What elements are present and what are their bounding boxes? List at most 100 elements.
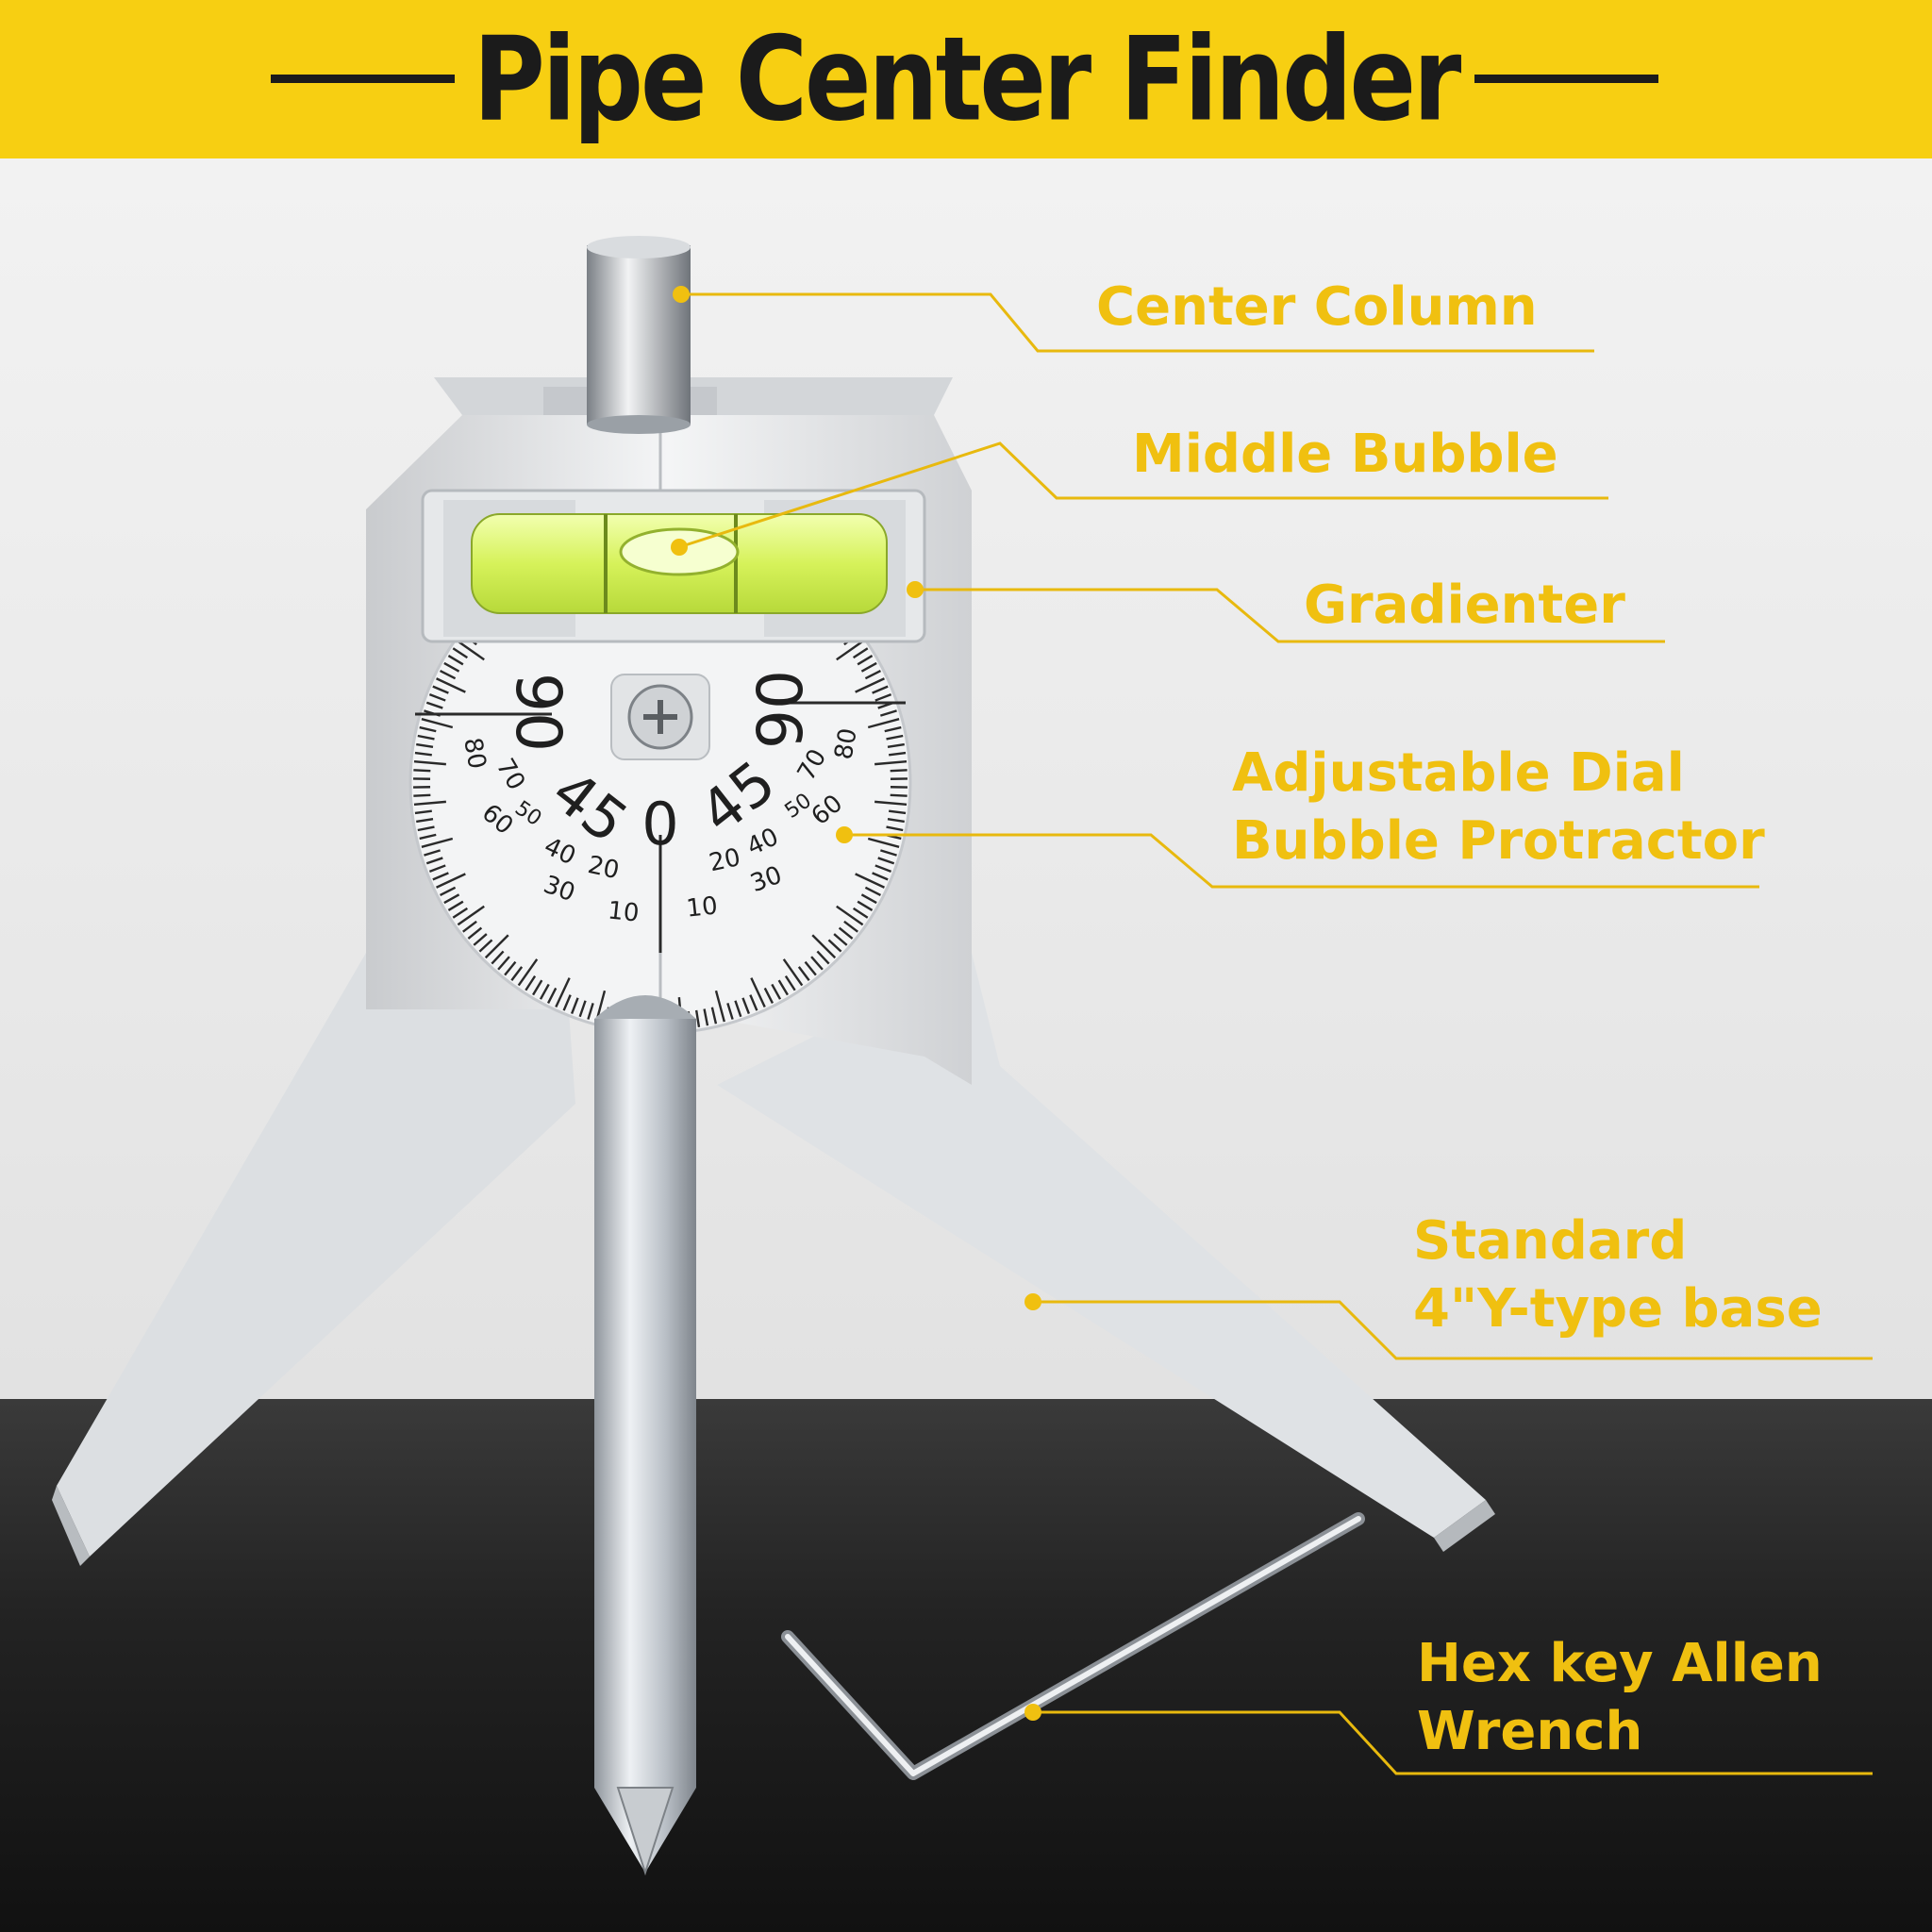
- banner-rule-left: [271, 75, 455, 83]
- dial-tick: [784, 974, 796, 991]
- dial-tick: [879, 709, 897, 717]
- label-gradienter-text: Gradienter: [1304, 575, 1625, 636]
- dial-tick: [836, 640, 864, 661]
- dial-tick: [562, 994, 572, 1011]
- dial-tick: [443, 893, 460, 905]
- dial-tick: [838, 926, 854, 940]
- dial-tick: [436, 873, 466, 889]
- dial-tick: [478, 939, 493, 953]
- table-surface: [0, 1399, 1932, 1932]
- dial-tick: [864, 886, 881, 897]
- gradienter: [421, 489, 926, 643]
- dial-tick: [457, 905, 485, 926]
- label-protractor: Adjustable Dial Bubble Protractor: [1232, 740, 1765, 875]
- dial-right-90: 90: [744, 670, 817, 749]
- dial-tick: [436, 677, 466, 693]
- dial-tick: [884, 725, 902, 733]
- dial-tick: [416, 817, 434, 824]
- dial-tick: [874, 800, 908, 807]
- dial-tick: [857, 900, 874, 911]
- callout-leaders: [678, 292, 1873, 1775]
- dial-tick: [425, 701, 443, 709]
- dial-tick: [855, 677, 885, 693]
- dial-tick: [457, 640, 485, 661]
- label-hex-key: Hex key Allen Wrench: [1417, 1630, 1823, 1766]
- page-title: Pipe Center Finder: [473, 11, 1462, 147]
- dial-tick: [525, 974, 537, 991]
- callout-dots: [671, 286, 1041, 1721]
- dial-tick: [749, 994, 758, 1011]
- dial-left-90: 90: [502, 673, 575, 752]
- dial-center-0: 0: [641, 790, 678, 858]
- dial-tick: [857, 655, 874, 666]
- dial-tick: [843, 920, 858, 933]
- dial-tick: [804, 960, 817, 976]
- dial-tick: [414, 809, 432, 815]
- dial-tick: [417, 825, 435, 832]
- label-base: Standard 4"Y-type base: [1413, 1208, 1823, 1343]
- dial-tick: [413, 793, 431, 797]
- dial-tick: [855, 873, 885, 889]
- dial-tick: [810, 956, 824, 971]
- dial-tick: [889, 809, 907, 815]
- label-protractor-line-2: Bubble Protractor: [1232, 810, 1765, 872]
- dial-tick: [741, 997, 751, 1015]
- dial-tick: [874, 864, 892, 874]
- dial-tick: [797, 966, 810, 981]
- dial-tick: [443, 661, 460, 673]
- dial-tick: [546, 987, 558, 1004]
- dial-tick: [413, 800, 446, 807]
- dial-tick: [879, 849, 897, 857]
- dial-tick: [777, 979, 789, 996]
- dial-left-minor-10: 10: [607, 896, 641, 927]
- dial-tick: [421, 837, 454, 848]
- dial-tick: [867, 718, 900, 729]
- dial-tick: [539, 983, 550, 1000]
- dial-tick: [726, 1002, 734, 1020]
- dial-tick: [473, 933, 488, 946]
- dial-tick: [782, 958, 804, 987]
- dial-tick: [836, 905, 864, 926]
- dial-left-minor-80: 80: [458, 736, 491, 772]
- dial-tick: [570, 997, 579, 1015]
- center-column: [587, 236, 691, 434]
- dial-tick: [484, 934, 509, 959]
- label-middle-bubble: Middle Bubble: [1132, 421, 1558, 489]
- dial-tick: [447, 655, 464, 666]
- dial-tick: [440, 669, 457, 680]
- dial-tick: [816, 950, 830, 965]
- dial-tick: [447, 900, 464, 911]
- dial-tick: [452, 907, 469, 919]
- dial-tick: [827, 939, 842, 953]
- dial-tick: [413, 769, 431, 773]
- dial-tick: [578, 1000, 587, 1018]
- dial-tick: [413, 759, 446, 766]
- dial-tick: [587, 1002, 594, 1020]
- dial-tick: [462, 920, 477, 933]
- label-protractor-line-1: Adjustable Dial: [1232, 742, 1685, 804]
- dial-tick: [860, 893, 877, 905]
- dial-right-minor-80: 80: [829, 726, 862, 762]
- dial-tick: [889, 751, 907, 757]
- hex-key: [781, 1512, 1365, 1780]
- dial-tick: [867, 837, 900, 848]
- dial-tick: [890, 793, 908, 797]
- dial-tick: [860, 661, 877, 673]
- dial-tick: [887, 817, 905, 824]
- dial-tick: [887, 742, 905, 749]
- dial-tick: [532, 979, 543, 996]
- label-gradienter: Gradienter: [1304, 572, 1625, 640]
- dial-tick: [419, 833, 437, 841]
- dial-tick: [419, 725, 437, 733]
- dial-tick: [714, 990, 725, 1023]
- label-base-line-1: Standard: [1413, 1210, 1688, 1272]
- dial-right-minor-10: 10: [685, 891, 719, 923]
- dial-tick: [510, 966, 524, 981]
- dial-tick: [763, 987, 774, 1004]
- dial-right-minor-20: 20: [707, 843, 743, 877]
- dial-left-minor-20: 20: [585, 851, 622, 885]
- dial-tick: [432, 685, 449, 694]
- dial-tick: [750, 977, 766, 1008]
- dial-tick: [417, 734, 435, 741]
